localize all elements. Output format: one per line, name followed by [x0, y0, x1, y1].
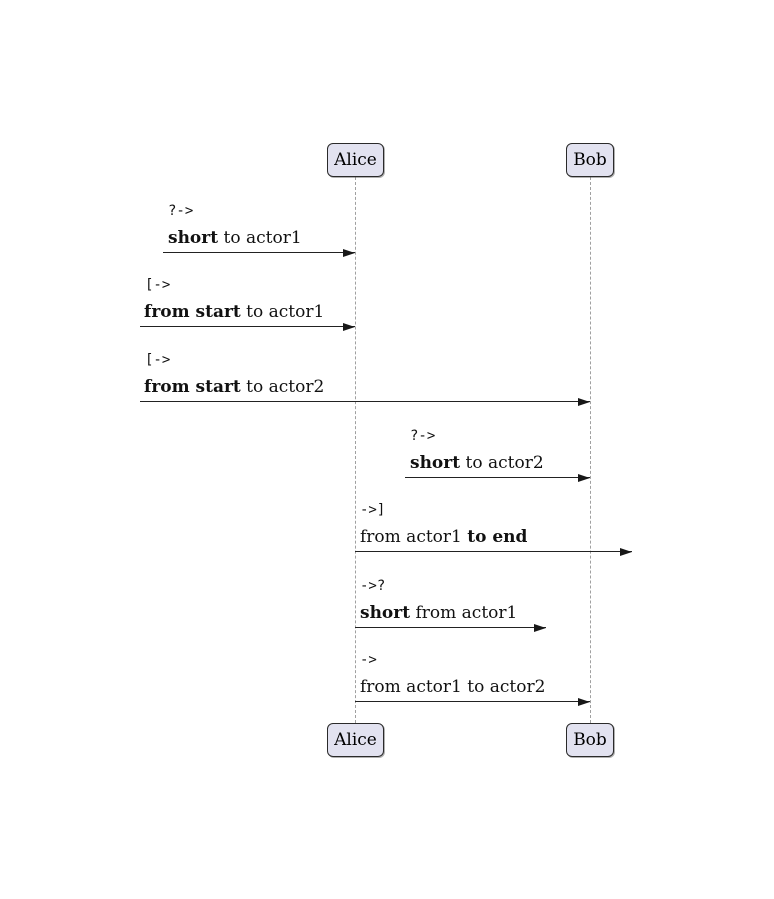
message-3-notation: [->: [145, 352, 171, 368]
message-1-arrow: [163, 248, 355, 257]
message-6-notation: ->?: [360, 578, 386, 594]
message-4-arrow: [405, 473, 590, 482]
actor-name-alice: Alice: [334, 730, 377, 750]
arrowhead-icon: [534, 623, 546, 632]
arrowhead-icon: [578, 473, 590, 482]
arrowhead-icon: [343, 322, 355, 331]
actor-box-bob-top: Bob: [566, 143, 614, 177]
arrowhead-icon: [578, 697, 590, 706]
actor-box-bob-bottom: Bob: [566, 723, 614, 757]
arrowhead-icon: [578, 397, 590, 406]
message-5-label: from actor1 to end: [360, 527, 528, 547]
arrowhead-icon: [620, 547, 632, 556]
message-2-label: from start to actor1: [144, 302, 325, 322]
message-2-arrow: [140, 322, 355, 331]
lifeline-alice: [355, 177, 356, 723]
message-6-arrow: [355, 623, 546, 632]
arrowhead-icon: [343, 248, 355, 257]
actor-box-alice-top: Alice: [327, 143, 384, 177]
message-1-notation: ?->: [168, 203, 194, 219]
message-3-arrow: [140, 397, 590, 406]
message-2-notation: [->: [145, 277, 171, 293]
actor-box-alice-bottom: Alice: [327, 723, 384, 757]
message-5-arrow: [355, 547, 632, 556]
message-3-label: from start to actor2: [144, 377, 325, 397]
message-4-notation: ?->: [410, 428, 436, 444]
actor-name-bob: Bob: [573, 150, 607, 170]
lifeline-bob: [590, 177, 591, 723]
message-7-label: from actor1 to actor2: [360, 677, 546, 697]
message-7-notation: ->: [360, 652, 377, 668]
message-7-arrow: [355, 697, 590, 706]
message-5-notation: ->]: [360, 502, 386, 518]
actor-name-alice: Alice: [334, 150, 377, 170]
message-1-label: short to actor1: [168, 228, 302, 248]
actor-name-bob: Bob: [573, 730, 607, 750]
message-4-label: short to actor2: [410, 453, 544, 473]
message-6-label: short from actor1: [360, 603, 518, 623]
